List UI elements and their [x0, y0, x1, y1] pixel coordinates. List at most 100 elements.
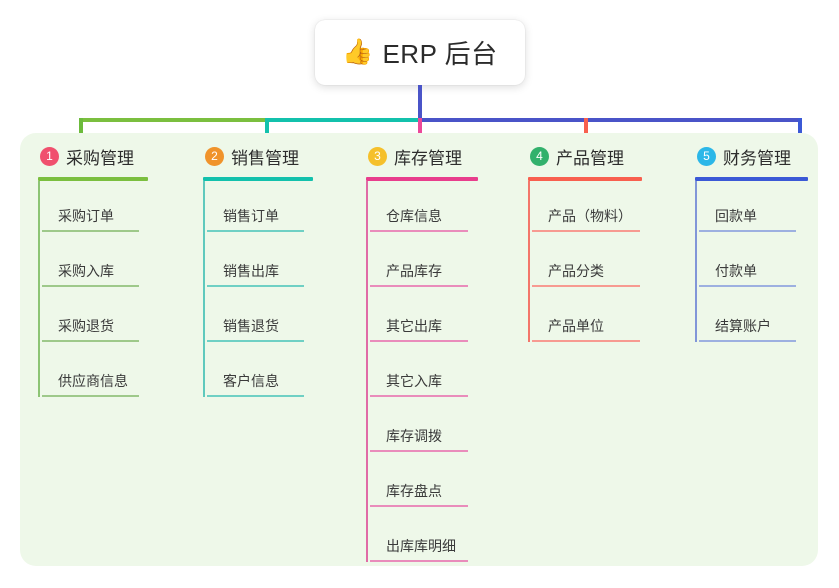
leaf-item[interactable]: 仓库信息 — [370, 181, 521, 236]
branch-spine-5 — [695, 181, 697, 342]
leaf-rule — [42, 340, 139, 342]
leaf-label: 其它出库 — [386, 318, 442, 334]
branch-rule-4 — [528, 177, 642, 181]
leaf-label: 采购入库 — [58, 263, 114, 279]
leaf-rule — [370, 230, 468, 232]
leaf-label: 库存盘点 — [386, 483, 442, 499]
branch-spine-3 — [366, 181, 368, 562]
leaf-label: 仓库信息 — [386, 208, 442, 224]
bus-segment-blue — [418, 118, 802, 122]
branch-leaves-4: 产品（物料） 产品分类产品单位 — [528, 181, 698, 346]
branch-badge-1: 1 — [40, 147, 59, 166]
leaf-label: 采购订单 — [58, 208, 114, 224]
leaf-rule — [42, 230, 139, 232]
branch-column-2: 2 销售管理 销售订单销售出库销售退货客户信息 — [203, 143, 358, 401]
leaf-item[interactable]: 回款单 — [699, 181, 830, 236]
leaf-rule — [370, 340, 468, 342]
leaf-label: 产品（物料） — [548, 208, 632, 224]
branch-rule-1 — [38, 177, 148, 181]
branch-spine-4 — [528, 181, 530, 342]
leaf-label: 采购退货 — [58, 318, 114, 334]
leaf-label: 供应商信息 — [58, 373, 128, 389]
leaf-item[interactable]: 采购入库 — [42, 236, 193, 291]
branch-badge-5: 5 — [697, 147, 716, 166]
leaf-rule — [42, 285, 139, 287]
leaf-label: 销售退货 — [223, 318, 279, 334]
leaf-item[interactable]: 其它入库 — [370, 346, 521, 401]
branch-badge-4: 4 — [530, 147, 549, 166]
branch-column-4: 4 产品管理 产品（物料） 产品分类产品单位 — [528, 143, 698, 346]
leaf-rule — [532, 230, 640, 232]
leaf-item[interactable]: 结算账户 — [699, 291, 830, 346]
branch-leaves-1: 采购订单采购入库采购退货供应商信息 — [38, 181, 193, 401]
leaf-item[interactable]: 客户信息 — [207, 346, 358, 401]
leaf-label: 产品单位 — [548, 318, 604, 334]
leaf-item[interactable]: 产品（物料） — [532, 181, 698, 236]
branch-header-5[interactable]: 5 财务管理 — [695, 143, 830, 170]
thumbs-up-icon: 👍 — [342, 38, 374, 66]
leaf-item[interactable]: 供应商信息 — [42, 346, 193, 401]
leaf-label: 产品分类 — [548, 263, 604, 279]
diagram-panel — [20, 133, 818, 566]
branch-header-4[interactable]: 4 产品管理 — [528, 143, 698, 170]
leaf-rule — [370, 450, 468, 452]
leaf-item[interactable]: 采购订单 — [42, 181, 193, 236]
leaf-label: 客户信息 — [223, 373, 279, 389]
leaf-rule — [532, 285, 640, 287]
branch-title-5: 财务管理 — [723, 149, 791, 168]
branch-title-1: 采购管理 — [66, 149, 134, 168]
leaf-label: 出库库明细 — [386, 538, 456, 554]
leaf-item[interactable]: 库存调拨 — [370, 401, 521, 456]
bus-segment-teal — [265, 118, 420, 122]
branch-badge-2: 2 — [205, 147, 224, 166]
leaf-label: 销售订单 — [223, 208, 279, 224]
branch-leaves-3: 仓库信息产品库存其它出库其它入库库存调拨库存盘点出库库明细 — [366, 181, 521, 566]
leaf-label: 库存调拨 — [386, 428, 442, 444]
leaf-label: 结算账户 — [715, 318, 771, 334]
leaf-item[interactable]: 其它出库 — [370, 291, 521, 346]
branch-rule-2 — [203, 177, 313, 181]
leaf-rule — [699, 285, 796, 287]
leaf-label: 其它入库 — [386, 373, 442, 389]
leaf-item[interactable]: 库存盘点 — [370, 456, 521, 511]
branch-spine-1 — [38, 181, 40, 397]
branch-header-2[interactable]: 2 销售管理 — [203, 143, 358, 170]
leaf-rule — [370, 560, 468, 562]
branch-leaves-5: 回款单付款单结算账户 — [695, 181, 830, 346]
branch-header-1[interactable]: 1 采购管理 — [38, 143, 193, 170]
leaf-rule — [207, 285, 304, 287]
branch-rule-5 — [695, 177, 808, 181]
leaf-rule — [42, 395, 139, 397]
branch-title-3: 库存管理 — [394, 149, 462, 168]
leaf-item[interactable]: 销售订单 — [207, 181, 358, 236]
leaf-item[interactable]: 出库库明细 — [370, 511, 521, 566]
branch-column-5: 5 财务管理 回款单付款单结算账户 — [695, 143, 830, 346]
root-node-card[interactable]: 👍 ERP 后台 — [315, 20, 525, 85]
leaf-rule — [207, 395, 304, 397]
leaf-item[interactable]: 产品分类 — [532, 236, 698, 291]
leaf-rule — [699, 340, 796, 342]
branch-column-3: 3 库存管理 仓库信息产品库存其它出库其它入库库存调拨库存盘点出库库明细 — [366, 143, 521, 566]
leaf-rule — [699, 230, 796, 232]
leaf-item[interactable]: 产品单位 — [532, 291, 698, 346]
leaf-item[interactable]: 付款单 — [699, 236, 830, 291]
leaf-rule — [207, 230, 304, 232]
branch-title-4: 产品管理 — [556, 149, 624, 168]
branch-rule-3 — [366, 177, 478, 181]
branch-title-2: 销售管理 — [231, 149, 299, 168]
branch-header-3[interactable]: 3 库存管理 — [366, 143, 521, 170]
leaf-label: 销售出库 — [223, 263, 279, 279]
leaf-rule — [532, 340, 640, 342]
trunk-connector — [418, 85, 422, 121]
leaf-label: 付款单 — [715, 263, 757, 279]
leaf-label: 产品库存 — [386, 263, 442, 279]
bus-segment-green — [79, 118, 267, 122]
leaf-item[interactable]: 产品库存 — [370, 236, 521, 291]
branch-badge-3: 3 — [368, 147, 387, 166]
leaf-rule — [370, 505, 468, 507]
leaf-rule — [207, 340, 304, 342]
leaf-item[interactable]: 采购退货 — [42, 291, 193, 346]
leaf-item[interactable]: 销售退货 — [207, 291, 358, 346]
leaf-item[interactable]: 销售出库 — [207, 236, 358, 291]
branch-leaves-2: 销售订单销售出库销售退货客户信息 — [203, 181, 358, 401]
